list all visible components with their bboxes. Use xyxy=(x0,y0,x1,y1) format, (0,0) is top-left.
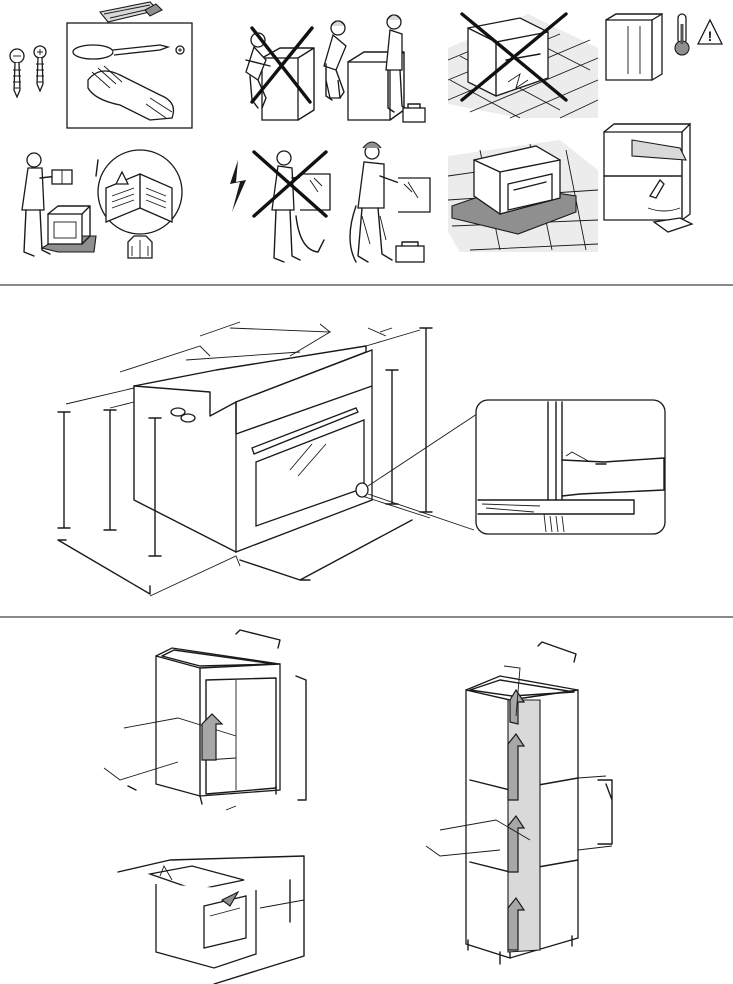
warning-symbol: ! xyxy=(708,28,713,44)
installation-section xyxy=(104,630,612,984)
two-persons-lifting xyxy=(324,15,425,122)
safety-instructions-section: ! xyxy=(10,2,722,262)
electrician-working xyxy=(350,142,430,262)
tall-column-cabinet-ventilation xyxy=(426,642,612,964)
lightning-bolt-icon xyxy=(230,160,246,212)
cabinet-temperature-warning: ! xyxy=(606,14,722,80)
under-counter-cabinet-ventilation xyxy=(104,630,306,810)
oven-dimensions-section xyxy=(58,322,665,596)
cabinet-sawdust-cleanup xyxy=(604,124,692,232)
tools-illustration xyxy=(67,2,192,128)
single-person-lifting-crossed xyxy=(246,28,314,120)
oven-on-tiles-crossed xyxy=(448,14,598,118)
detail-marker xyxy=(356,483,368,497)
electrical-hazard-crossed xyxy=(230,151,330,262)
screws-illustration xyxy=(10,46,46,97)
person-reading-manual xyxy=(22,150,182,258)
oven-on-tiles-ok xyxy=(448,140,598,252)
built-under-counter-installation xyxy=(118,856,304,984)
